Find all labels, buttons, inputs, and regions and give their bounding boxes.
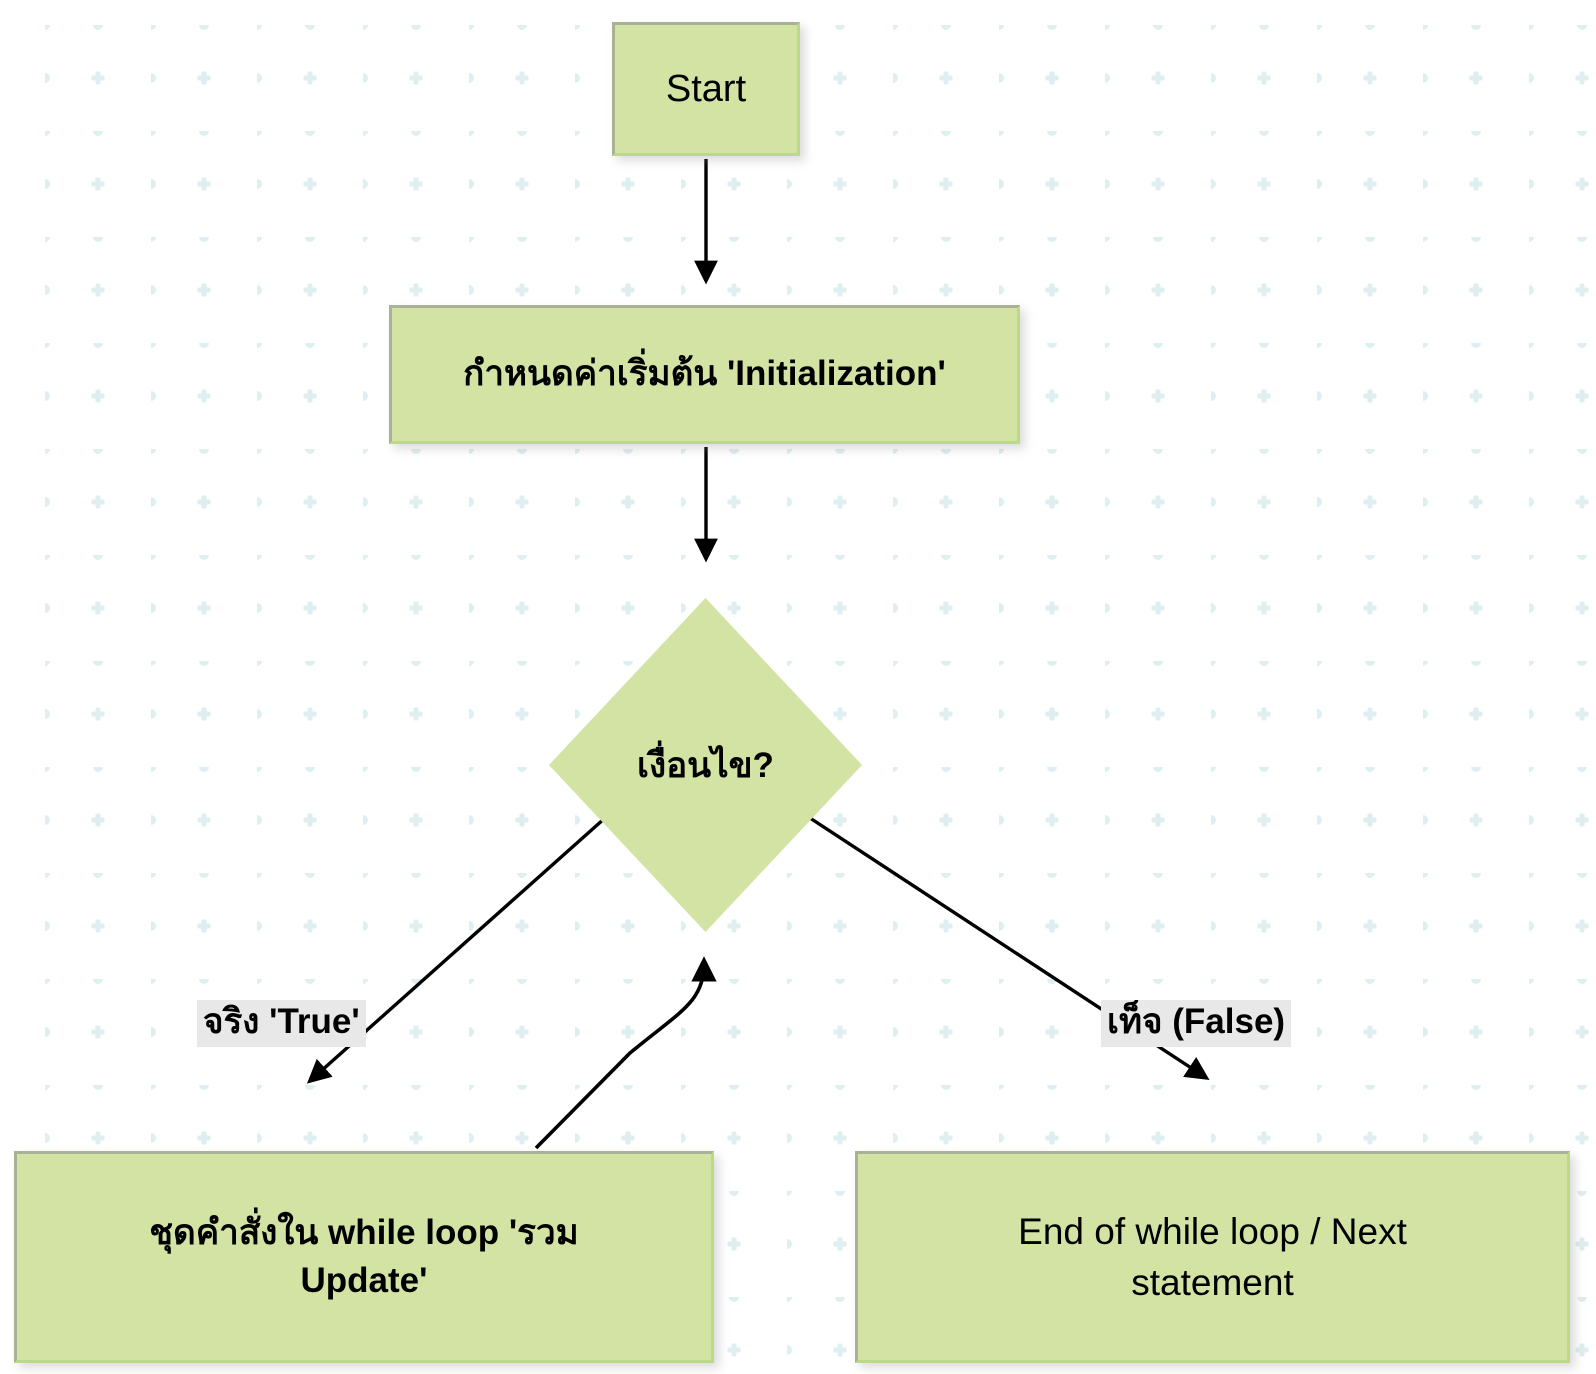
node-end-of-loop[interactable]: End of while loop / Next statement [855,1151,1570,1363]
node-loop-body-label: ชุดคำสั่งใน while loop 'รวม Update' [149,1212,579,1300]
node-end-of-loop-label: End of while loop / Next statement [1018,1210,1407,1303]
node-loop-body[interactable]: ชุดคำสั่งใน while loop 'รวม Update' [14,1151,714,1363]
node-decision-label: เงื่อนไข? [637,745,774,785]
node-start-label: Start [665,67,747,110]
node-start[interactable]: Start [612,22,800,156]
node-initialization[interactable]: กำหนดค่าเริ่มต้น 'Initialization' [389,305,1020,444]
node-decision[interactable]: เงื่อนไข? [549,598,862,932]
edge-label-true: จริง 'True' [197,1000,366,1047]
node-initialization-label: กำหนดค่าเริ่มต้น 'Initialization' [463,354,946,394]
edge-label-false: เท็จ (False) [1101,1000,1292,1047]
edge-body-back-to-decision [534,956,717,1150]
